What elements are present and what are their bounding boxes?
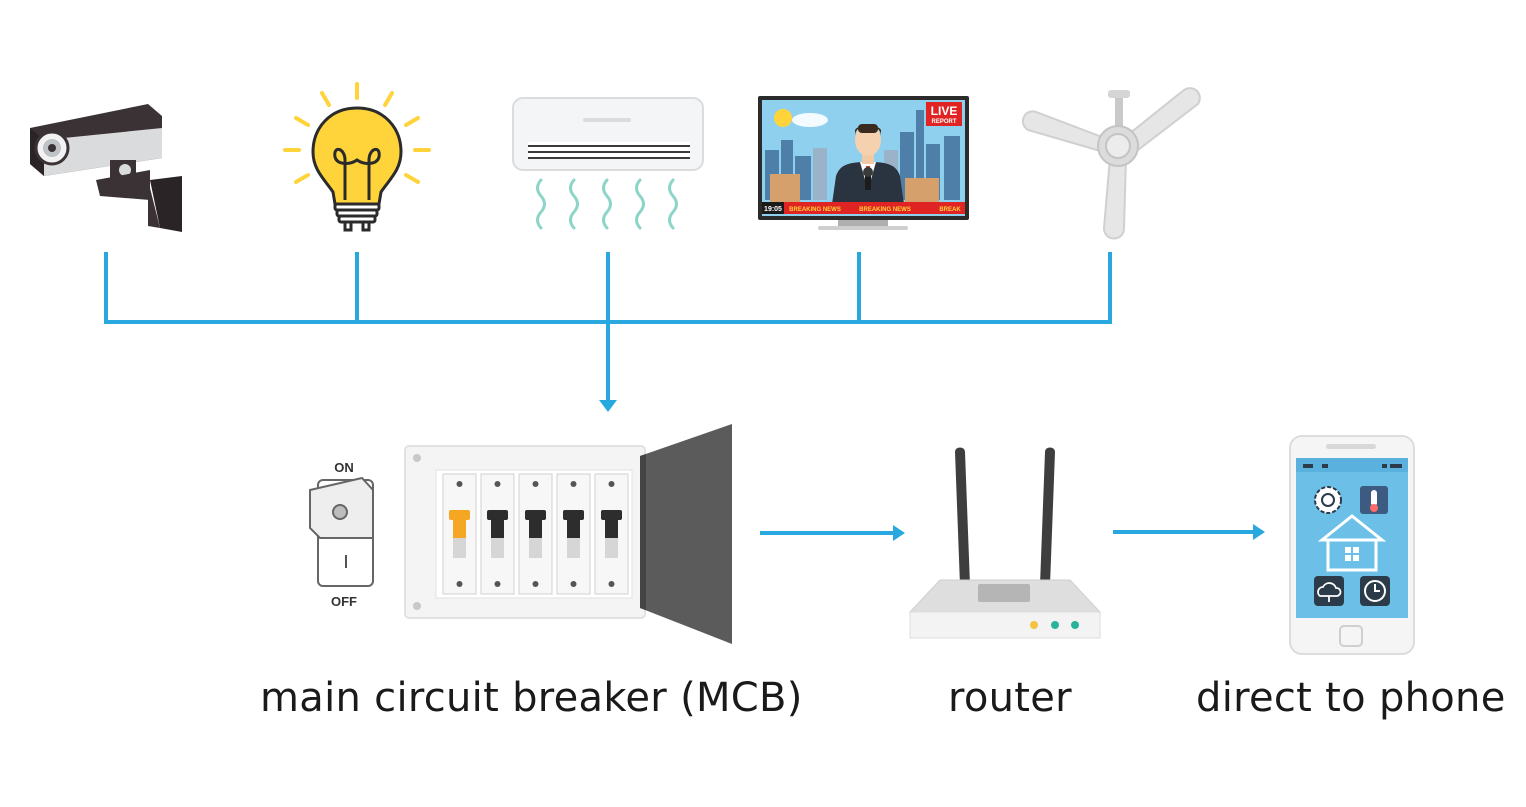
cctv-camera-icon [30, 104, 182, 232]
breaker-module [442, 473, 477, 595]
arrow-to-mcb [599, 322, 617, 412]
mcb-door [640, 424, 732, 644]
phone-caption: direct to phone [1196, 675, 1506, 721]
power-switch: ON I OFF [309, 460, 374, 609]
television-icon: LIVE REPORT 19:05 BREAKING NEWS BREAKING… [758, 96, 969, 230]
tv-ticker-1: BREAKING NEWS [789, 207, 841, 213]
tv-clock: 19:05 [764, 206, 782, 213]
switch-on-label: ON [334, 460, 354, 475]
smartphone-icon [1289, 435, 1415, 655]
switch-mark: I [343, 552, 348, 572]
arrow-mcb-to-router [760, 525, 905, 541]
thermometer-app-icon [1360, 486, 1388, 514]
breaker-module [594, 473, 629, 595]
tv-live-badge: LIVE [931, 104, 958, 118]
ceiling-fan-icon [1021, 87, 1201, 240]
arrow-router-to-phone [1113, 524, 1265, 540]
cloud-app-icon [1314, 576, 1344, 606]
clock-app-icon [1360, 576, 1390, 606]
router-caption: router [948, 675, 1072, 721]
switch-off-label: OFF [331, 594, 357, 609]
mcb-panel-icon [404, 424, 732, 644]
tv-ticker-3: BREAK [939, 207, 961, 213]
home-app-icon [1317, 514, 1387, 572]
news-anchor [832, 124, 904, 204]
breaker-module [480, 473, 515, 595]
router-icon [908, 447, 1102, 639]
settings-app-icon [1314, 486, 1342, 514]
breaker-module [518, 473, 553, 595]
tv-report-badge: REPORT [931, 119, 956, 125]
wiring-bus [104, 252, 1112, 324]
light-bulb-icon [283, 82, 431, 232]
tv-ticker-2: BREAKING NEWS [859, 207, 911, 213]
phone-home-button [1339, 625, 1363, 647]
breaker-row [442, 473, 629, 595]
breaker-module [556, 473, 591, 595]
mcb-caption: main circuit breaker (MCB) [260, 675, 803, 721]
air-conditioner-icon [512, 97, 704, 230]
